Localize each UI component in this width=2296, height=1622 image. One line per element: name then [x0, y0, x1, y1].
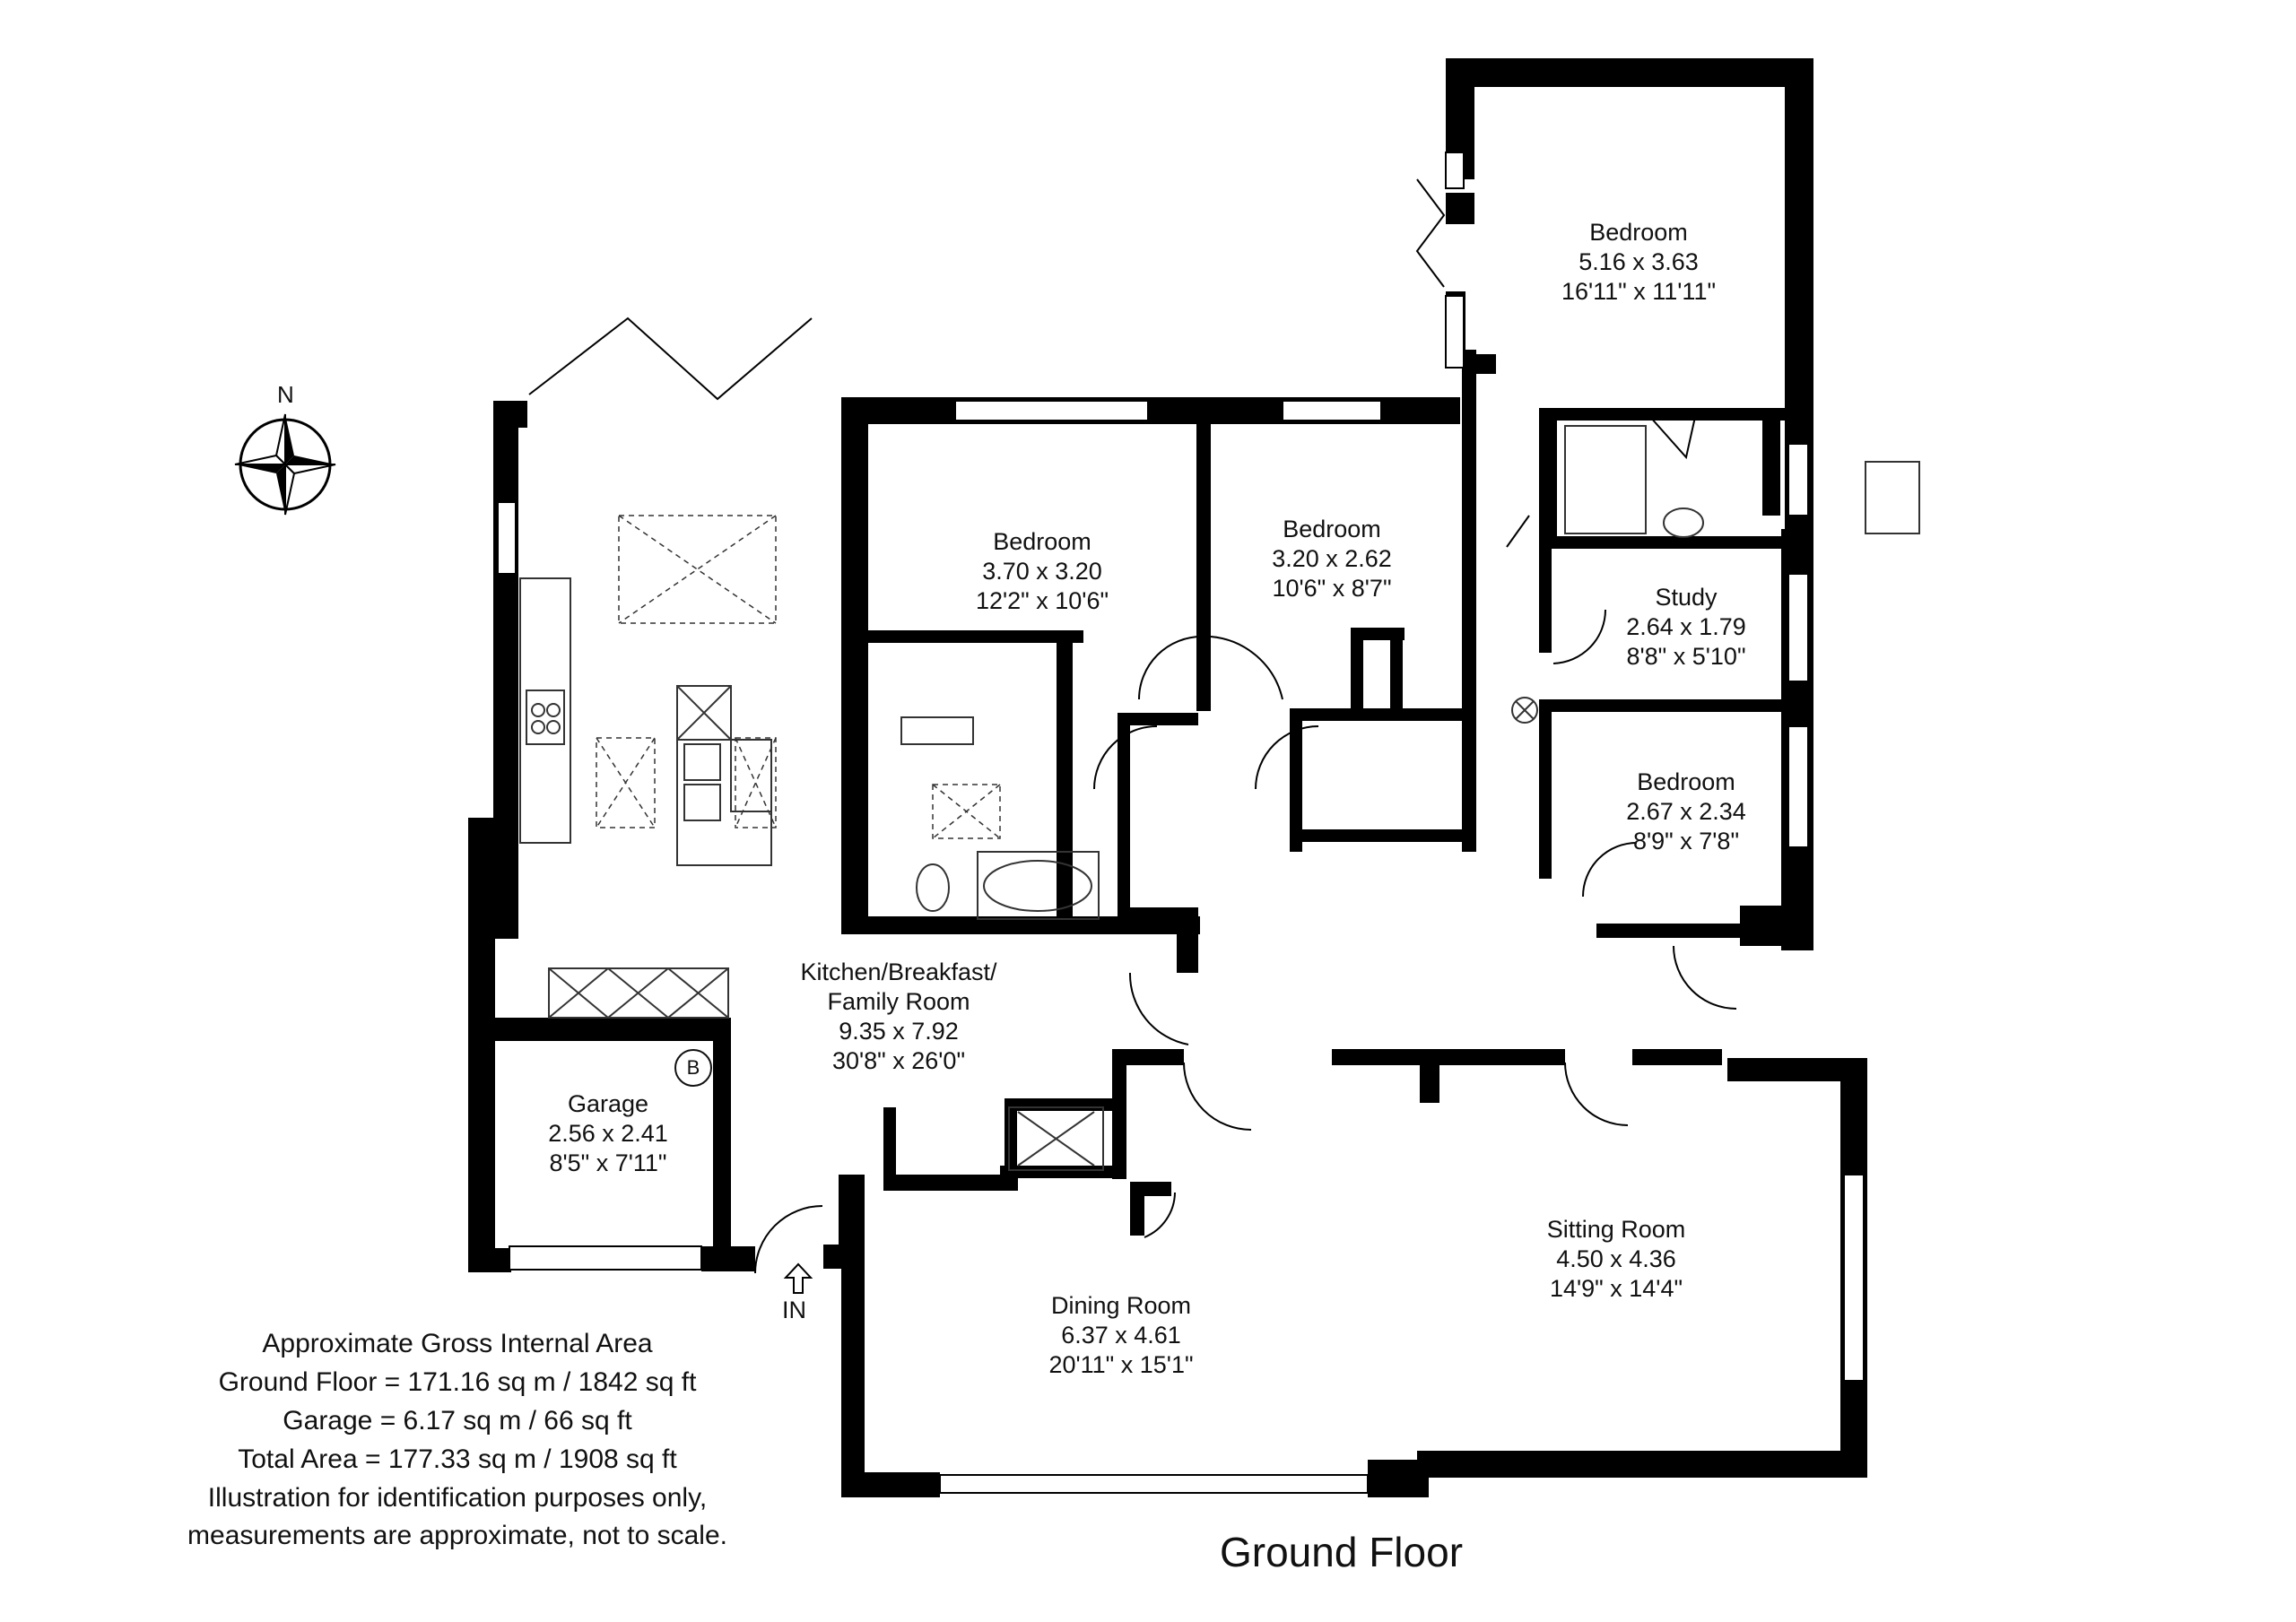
floor-title: Ground Floor: [1220, 1529, 1464, 1575]
room-name: Sitting Room: [1546, 1216, 1686, 1243]
room-metric: 2.64 x 1.79: [1626, 612, 1746, 640]
fixtures: [519, 425, 1920, 1171]
room-name: Bedroom: [993, 528, 1091, 555]
room-label-garage: Garage 2.56 x 2.41 8'5" x 7'11": [548, 1089, 668, 1178]
room-metric: 3.70 x 3.20: [982, 557, 1102, 585]
room-imperial: 8'8" x 5'10": [1626, 642, 1746, 670]
room-metric: 5.16 x 3.63: [1578, 247, 1699, 275]
room-imperial: 30'8" x 26'0": [831, 1046, 966, 1074]
room-name: Dining Room: [1050, 1292, 1192, 1319]
room-imperial: 10'6" x 8'7": [1272, 574, 1392, 602]
room-label-bedroom-2: Bedroom 3.70 x 3.20 12'2" x 10'6": [976, 527, 1109, 616]
doors: [528, 178, 1737, 1274]
room-name-line1: Kitchen/Breakfast/: [800, 958, 997, 985]
room-label-kitchen: Kitchen/Breakfast/ Family Room 9.35 x 7.…: [800, 958, 996, 1076]
room-metric: 2.67 x 2.34: [1626, 797, 1746, 825]
room-label-bedroom-4: Bedroom 2.67 x 2.34 8'9" x 7'8": [1626, 768, 1746, 856]
room-metric: 3.20 x 2.62: [1272, 544, 1392, 572]
room-name: Study: [1655, 584, 1718, 611]
room-imperial: 16'11" x 11'11": [1561, 277, 1717, 305]
room-metric: 4.50 x 4.36: [1556, 1245, 1676, 1272]
boiler-marker: B: [674, 1049, 712, 1087]
room-metric: 2.56 x 2.41: [548, 1119, 668, 1147]
compass-north-label: N: [277, 381, 294, 408]
room-imperial: 14'9" x 14'4": [1549, 1274, 1683, 1302]
room-name: Bedroom: [1589, 219, 1688, 246]
skylights: [596, 515, 1001, 839]
room-imperial: 12'2" x 10'6": [975, 586, 1109, 614]
room-name: Bedroom: [1637, 768, 1735, 795]
room-label-sitting: Sitting Room 4.50 x 4.36 14'9" x 14'4": [1547, 1215, 1686, 1304]
room-label-study: Study 2.64 x 1.79 8'8" x 5'10": [1626, 583, 1746, 672]
compass: [234, 413, 336, 516]
area-heading: Approximate Gross Internal Area: [262, 1329, 653, 1358]
area-ground-floor: Ground Floor = 171.16 sq m / 1842 sq ft: [218, 1366, 697, 1397]
disclaimer-line-2: measurements are approximate, not to sca…: [187, 1521, 727, 1551]
area-notes: Approximate Gross Internal Area Ground F…: [54, 1325, 861, 1556]
room-name: Garage: [567, 1090, 649, 1117]
room-name: Bedroom: [1283, 516, 1381, 542]
room-label-bedroom-master: Bedroom 5.16 x 3.63 16'11" x 11'11": [1561, 218, 1716, 307]
windows: [497, 152, 1865, 1494]
room-imperial: 8'5" x 7'11": [549, 1149, 667, 1176]
area-garage: Garage = 6.17 sq m / 66 sq ft: [283, 1405, 632, 1436]
room-label-dining: Dining Room 6.37 x 4.61 20'11" x 15'1": [1048, 1291, 1193, 1380]
room-metric: 6.37 x 4.61: [1061, 1321, 1181, 1349]
room-metric: 9.35 x 7.92: [839, 1017, 959, 1045]
room-label-bedroom-3: Bedroom 3.20 x 2.62 10'6" x 8'7": [1272, 515, 1392, 603]
entrance-label: IN: [782, 1297, 806, 1323]
entrance-arrow: [783, 1262, 813, 1294]
room-imperial: 8'9" x 7'8": [1632, 827, 1740, 854]
disclaimer-line-1: Illustration for identification purposes…: [207, 1482, 708, 1513]
room-imperial: 20'11" x 15'1": [1048, 1350, 1194, 1378]
area-total: Total Area = 177.33 sq m / 1908 sq ft: [238, 1444, 677, 1474]
room-name-line2: Family Room: [827, 987, 970, 1015]
